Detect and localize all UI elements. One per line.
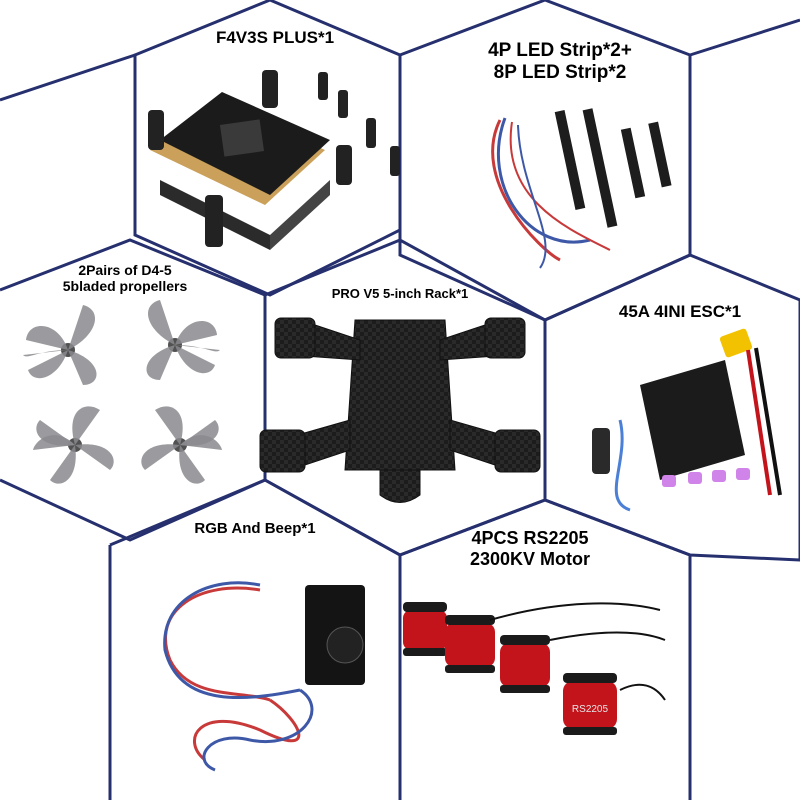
frame-label: PRO V5 5-inch Rack*1 [300, 286, 500, 302]
propellers-text-2: 5bladed propellers [62, 278, 188, 295]
led-strip-text-2: 8P LED Strip*2 [493, 61, 627, 83]
motors-text-2: 2300KV Motor [469, 548, 591, 569]
flight-controller-label: F4V3S PLUS*1 [190, 28, 360, 48]
rgb-beeper-label: RGB And Beep*1 [170, 520, 340, 537]
motors-label: 4PCS RS2205 2300KV Motor [430, 528, 630, 569]
rgb-beeper-text: RGB And Beep*1 [194, 520, 316, 537]
propellers-label: 2Pairs of D4-5 5bladed propellers [20, 262, 230, 294]
frame-text: PRO V5 5-inch Rack*1 [331, 286, 469, 301]
flight-controller-text: F4V3S PLUS*1 [215, 28, 335, 47]
flight-controller-image [148, 70, 400, 250]
led-strip-text-1: 4P LED Strip*2+ [488, 40, 632, 61]
motors-image: RS2205 [403, 602, 666, 735]
motor-marking: RS2205 [572, 704, 609, 715]
propellers-image [23, 300, 222, 484]
esc-text: 45A 4INI ESC*1 [618, 302, 742, 321]
rgb-beeper-image [163, 581, 365, 772]
esc-label: 45A 4INI ESC*1 [580, 302, 780, 322]
frame-image [259, 317, 541, 503]
propellers-text-1: 2Pairs of D4-5 [78, 262, 172, 278]
motors-text-1: 4PCS RS2205 [471, 528, 589, 548]
esc-image [592, 328, 782, 512]
led-strip-image [491, 108, 672, 269]
led-strip-label: 4P LED Strip*2+ 8P LED Strip*2 [440, 40, 680, 84]
